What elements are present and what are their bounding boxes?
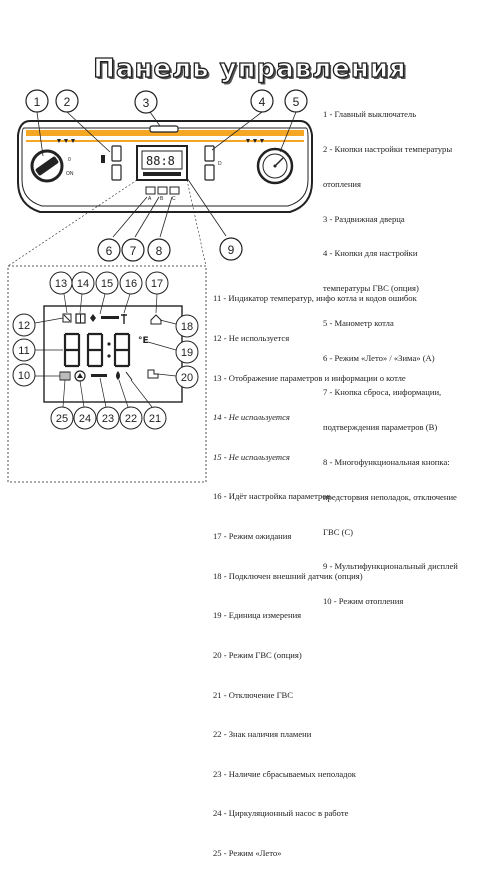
callouts-bottom: 6 7 8 9 [97, 177, 243, 262]
svg-text:5: 5 [293, 95, 300, 109]
legend-line: 17 - Режим ожидания [213, 531, 292, 542]
svg-text:9: 9 [228, 243, 235, 257]
legend-line: подтверждения параметров (B) [323, 422, 438, 433]
legend-line: 16 - Идёт настройка параметров [213, 491, 331, 502]
legend-line: 24 - Циркуляционный насос в работе [213, 808, 349, 819]
main-switch: 0 ON [30, 149, 74, 183]
legend-line: 3 - Раздвижная дверца [323, 213, 405, 224]
svg-text:16: 16 [125, 278, 137, 290]
svg-text:7: 7 [130, 244, 137, 258]
svg-text:3: 3 [143, 96, 150, 110]
callouts-top: 1 2 3 4 5 [25, 89, 308, 157]
svg-text:A: A [148, 196, 152, 202]
legend-line: 21 - Отключение ГВС [213, 689, 293, 700]
svg-text:12: 12 [18, 320, 30, 332]
svg-text:4: 4 [259, 95, 266, 109]
legend-line: 2 - Кнопки настройки температуры [323, 143, 453, 154]
control-panel: 0 ON 88:8 A B C D [7, 89, 313, 267]
svg-text:23: 23 [102, 413, 114, 425]
legend-line: 19 - Единица измерения [213, 610, 302, 621]
display-detail: °E 13 14 15 16 17 12 [7, 265, 207, 483]
legend-line: 8 - Многофункциональная кнопка: [323, 457, 450, 467]
svg-text:2: 2 [64, 95, 71, 109]
legend-line: 1 - Главный выключатель [323, 109, 417, 120]
switch-label-0: 0 [68, 157, 71, 163]
svg-text:C: C [172, 196, 176, 202]
legend-line: 6 - Режим «Лето» / «Зима» (A) [323, 352, 435, 363]
dhw-temp-buttons: D [204, 145, 222, 181]
svg-text:19: 19 [181, 347, 193, 359]
svg-text:13: 13 [55, 278, 67, 290]
abc-buttons: A B C [145, 186, 180, 202]
legend-line: 13 - Отображение параметров и информации… [213, 372, 406, 383]
legend-line: 15 - Не используется [213, 451, 290, 462]
legend-line: 22 - Знак наличия пламени [213, 729, 312, 740]
pressure-gauge [256, 147, 294, 185]
legend-line: 12 - Не используется [213, 333, 290, 344]
orange-strip-thin [26, 140, 304, 142]
svg-text:1: 1 [34, 95, 41, 109]
svg-text:24: 24 [79, 413, 91, 425]
sliding-door-handle [149, 125, 179, 133]
display-side-label: D [218, 161, 222, 167]
legend-line: отопления [323, 178, 361, 189]
svg-text:14: 14 [77, 278, 89, 290]
svg-text:8: 8 [156, 244, 163, 258]
legend-bottom: 11 - Индикатор температур, инфо котла и … [213, 266, 417, 873]
legend-line: предсторвия неполадок, отключение [323, 491, 457, 502]
legend-line: 7 - Кнопка сброса, информации, [323, 387, 442, 398]
panel-display: 88:8 [136, 145, 188, 181]
boiler-control-panel-diagram: 0 ON 88:8 A B C D [7, 89, 313, 483]
display-callouts: 13 14 15 16 17 12 18 11 19 [12, 271, 199, 430]
svg-text:22: 22 [125, 413, 137, 425]
svg-text:20: 20 [181, 372, 193, 384]
legend-line: 11 - Индикатор температур, инфо котла и … [213, 293, 417, 304]
legend-line: 25 - Режим «Лето» [213, 847, 282, 858]
svg-text:17: 17 [151, 278, 163, 290]
svg-text:15: 15 [101, 278, 113, 290]
page-title: Панель управления [93, 53, 407, 84]
svg-text:88:8: 88:8 [146, 154, 175, 168]
svg-text:25: 25 [56, 413, 68, 425]
switch-label-on: ON [66, 171, 74, 177]
svg-text:18: 18 [181, 321, 193, 333]
legend-line: 4 - Кнопки для настройки [323, 248, 418, 259]
legend-line: 14 - Не используется [213, 412, 290, 423]
legend-line: 23 - Наличие сбрасываемых неполадок [213, 768, 356, 779]
orange-strip [26, 130, 304, 136]
svg-text:11: 11 [18, 345, 29, 357]
svg-text:B: B [160, 196, 164, 202]
legend-line: температуры ГВС (опция) [323, 283, 419, 294]
svg-text:6: 6 [106, 244, 113, 258]
legend-line: 5 - Манометр котла [323, 317, 394, 328]
svg-text:10: 10 [18, 370, 30, 382]
svg-text:21: 21 [149, 413, 161, 425]
legend-line: 20 - Режим ГВС (опция) [213, 649, 302, 660]
heating-temp-buttons [101, 145, 122, 181]
svg-text:°E: °E [138, 336, 149, 346]
legend-line: 18 - Подключен внешний датчик (опция) [213, 570, 363, 581]
